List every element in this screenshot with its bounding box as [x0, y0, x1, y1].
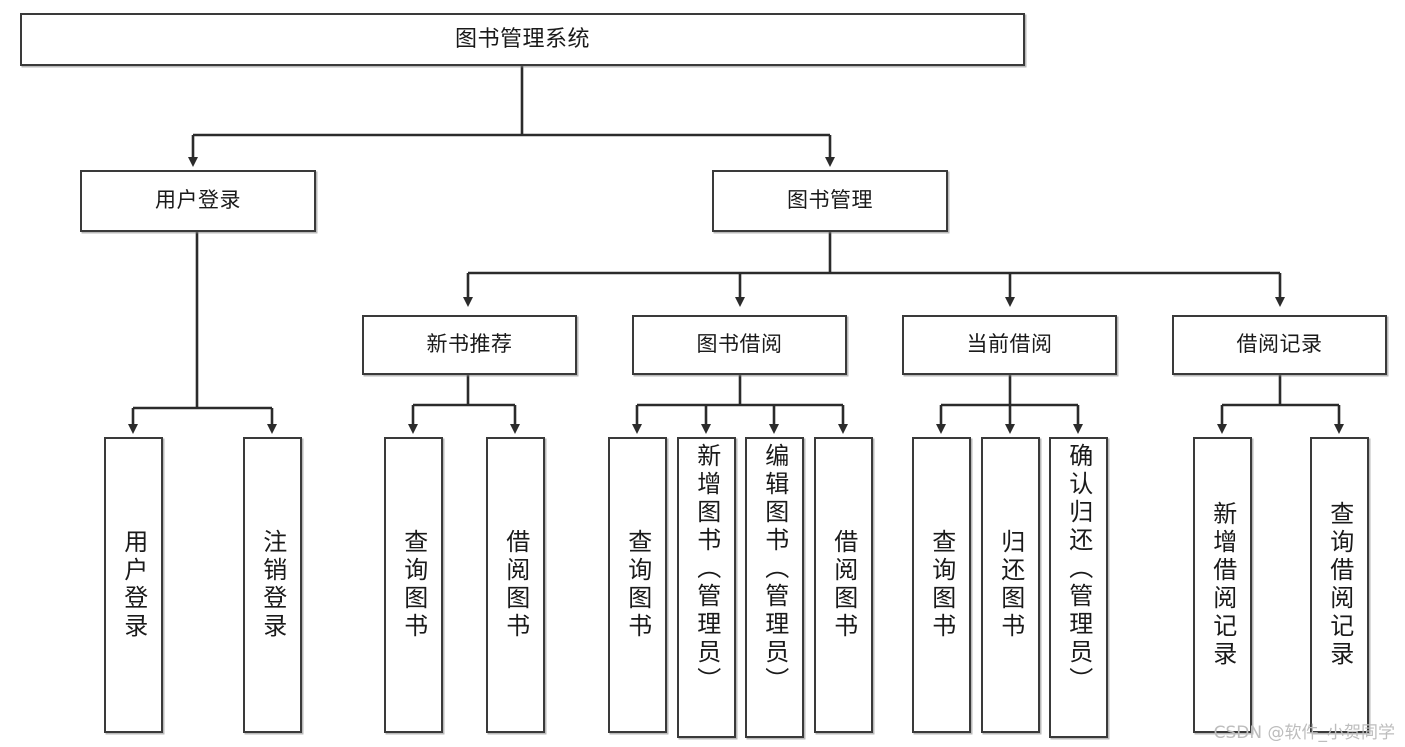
- node-label: 图书管理系统: [454, 26, 590, 52]
- node-label: 查询借阅记录: [1325, 501, 1354, 669]
- leaf-borrow-borrow-book[interactable]: 借阅图书: [814, 437, 873, 733]
- leaf-borrow-query-book[interactable]: 查询图书: [608, 437, 667, 733]
- node-new-book-recommend[interactable]: 新书推荐: [362, 315, 577, 375]
- leaf-record-add-record[interactable]: 新增借阅记录: [1193, 437, 1252, 733]
- leaf-record-query-record[interactable]: 查询借阅记录: [1310, 437, 1369, 733]
- leaf-recommend-borrow-book[interactable]: 借阅图书: [486, 437, 545, 733]
- node-label: 借阅图书: [501, 529, 530, 641]
- node-label: 新书推荐: [426, 332, 513, 357]
- node-label: 查询图书: [927, 529, 956, 641]
- node-label: 用户登录: [155, 188, 241, 213]
- leaf-current-return-book[interactable]: 归还图书: [981, 437, 1040, 733]
- node-label: 图书管理: [787, 188, 873, 213]
- node-book-borrow[interactable]: 图书借阅: [632, 315, 847, 375]
- node-label: 归还图书: [996, 529, 1025, 641]
- node-label: 用户登录: [119, 529, 148, 641]
- node-borrow-record[interactable]: 借阅记录: [1172, 315, 1387, 375]
- node-user-login[interactable]: 用户登录: [80, 170, 316, 232]
- node-label: 查询图书: [399, 529, 428, 641]
- node-book-management[interactable]: 图书管理: [712, 170, 948, 232]
- node-label: 借阅记录: [1236, 332, 1323, 357]
- leaf-user-login-logout[interactable]: 注销登录: [243, 437, 302, 733]
- node-label: 查询图书: [623, 529, 652, 641]
- node-label: 当前借阅: [966, 332, 1053, 357]
- node-label: 借阅图书: [829, 529, 858, 641]
- node-label: 编辑图书（管理员）: [760, 443, 789, 695]
- node-current-borrow[interactable]: 当前借阅: [902, 315, 1117, 375]
- node-label: 注销登录: [258, 529, 287, 641]
- leaf-user-login-login[interactable]: 用户登录: [104, 437, 163, 733]
- leaf-recommend-query-book[interactable]: 查询图书: [384, 437, 443, 733]
- leaf-current-confirm-return-admin[interactable]: 确认归还（管理员）: [1049, 437, 1108, 738]
- leaf-borrow-edit-book-admin[interactable]: 编辑图书（管理员）: [745, 437, 804, 738]
- node-label: 新增借阅记录: [1208, 501, 1237, 669]
- node-label: 图书借阅: [696, 332, 783, 357]
- node-label: 确认归还（管理员）: [1064, 443, 1093, 695]
- leaf-current-query-book[interactable]: 查询图书: [912, 437, 971, 733]
- leaf-borrow-add-book-admin[interactable]: 新增图书（管理员）: [677, 437, 736, 738]
- node-label: 新增图书（管理员）: [692, 443, 721, 695]
- node-root-system[interactable]: 图书管理系统: [20, 13, 1025, 66]
- watermark: CSDN @软件_小贺同学: [1213, 723, 1395, 743]
